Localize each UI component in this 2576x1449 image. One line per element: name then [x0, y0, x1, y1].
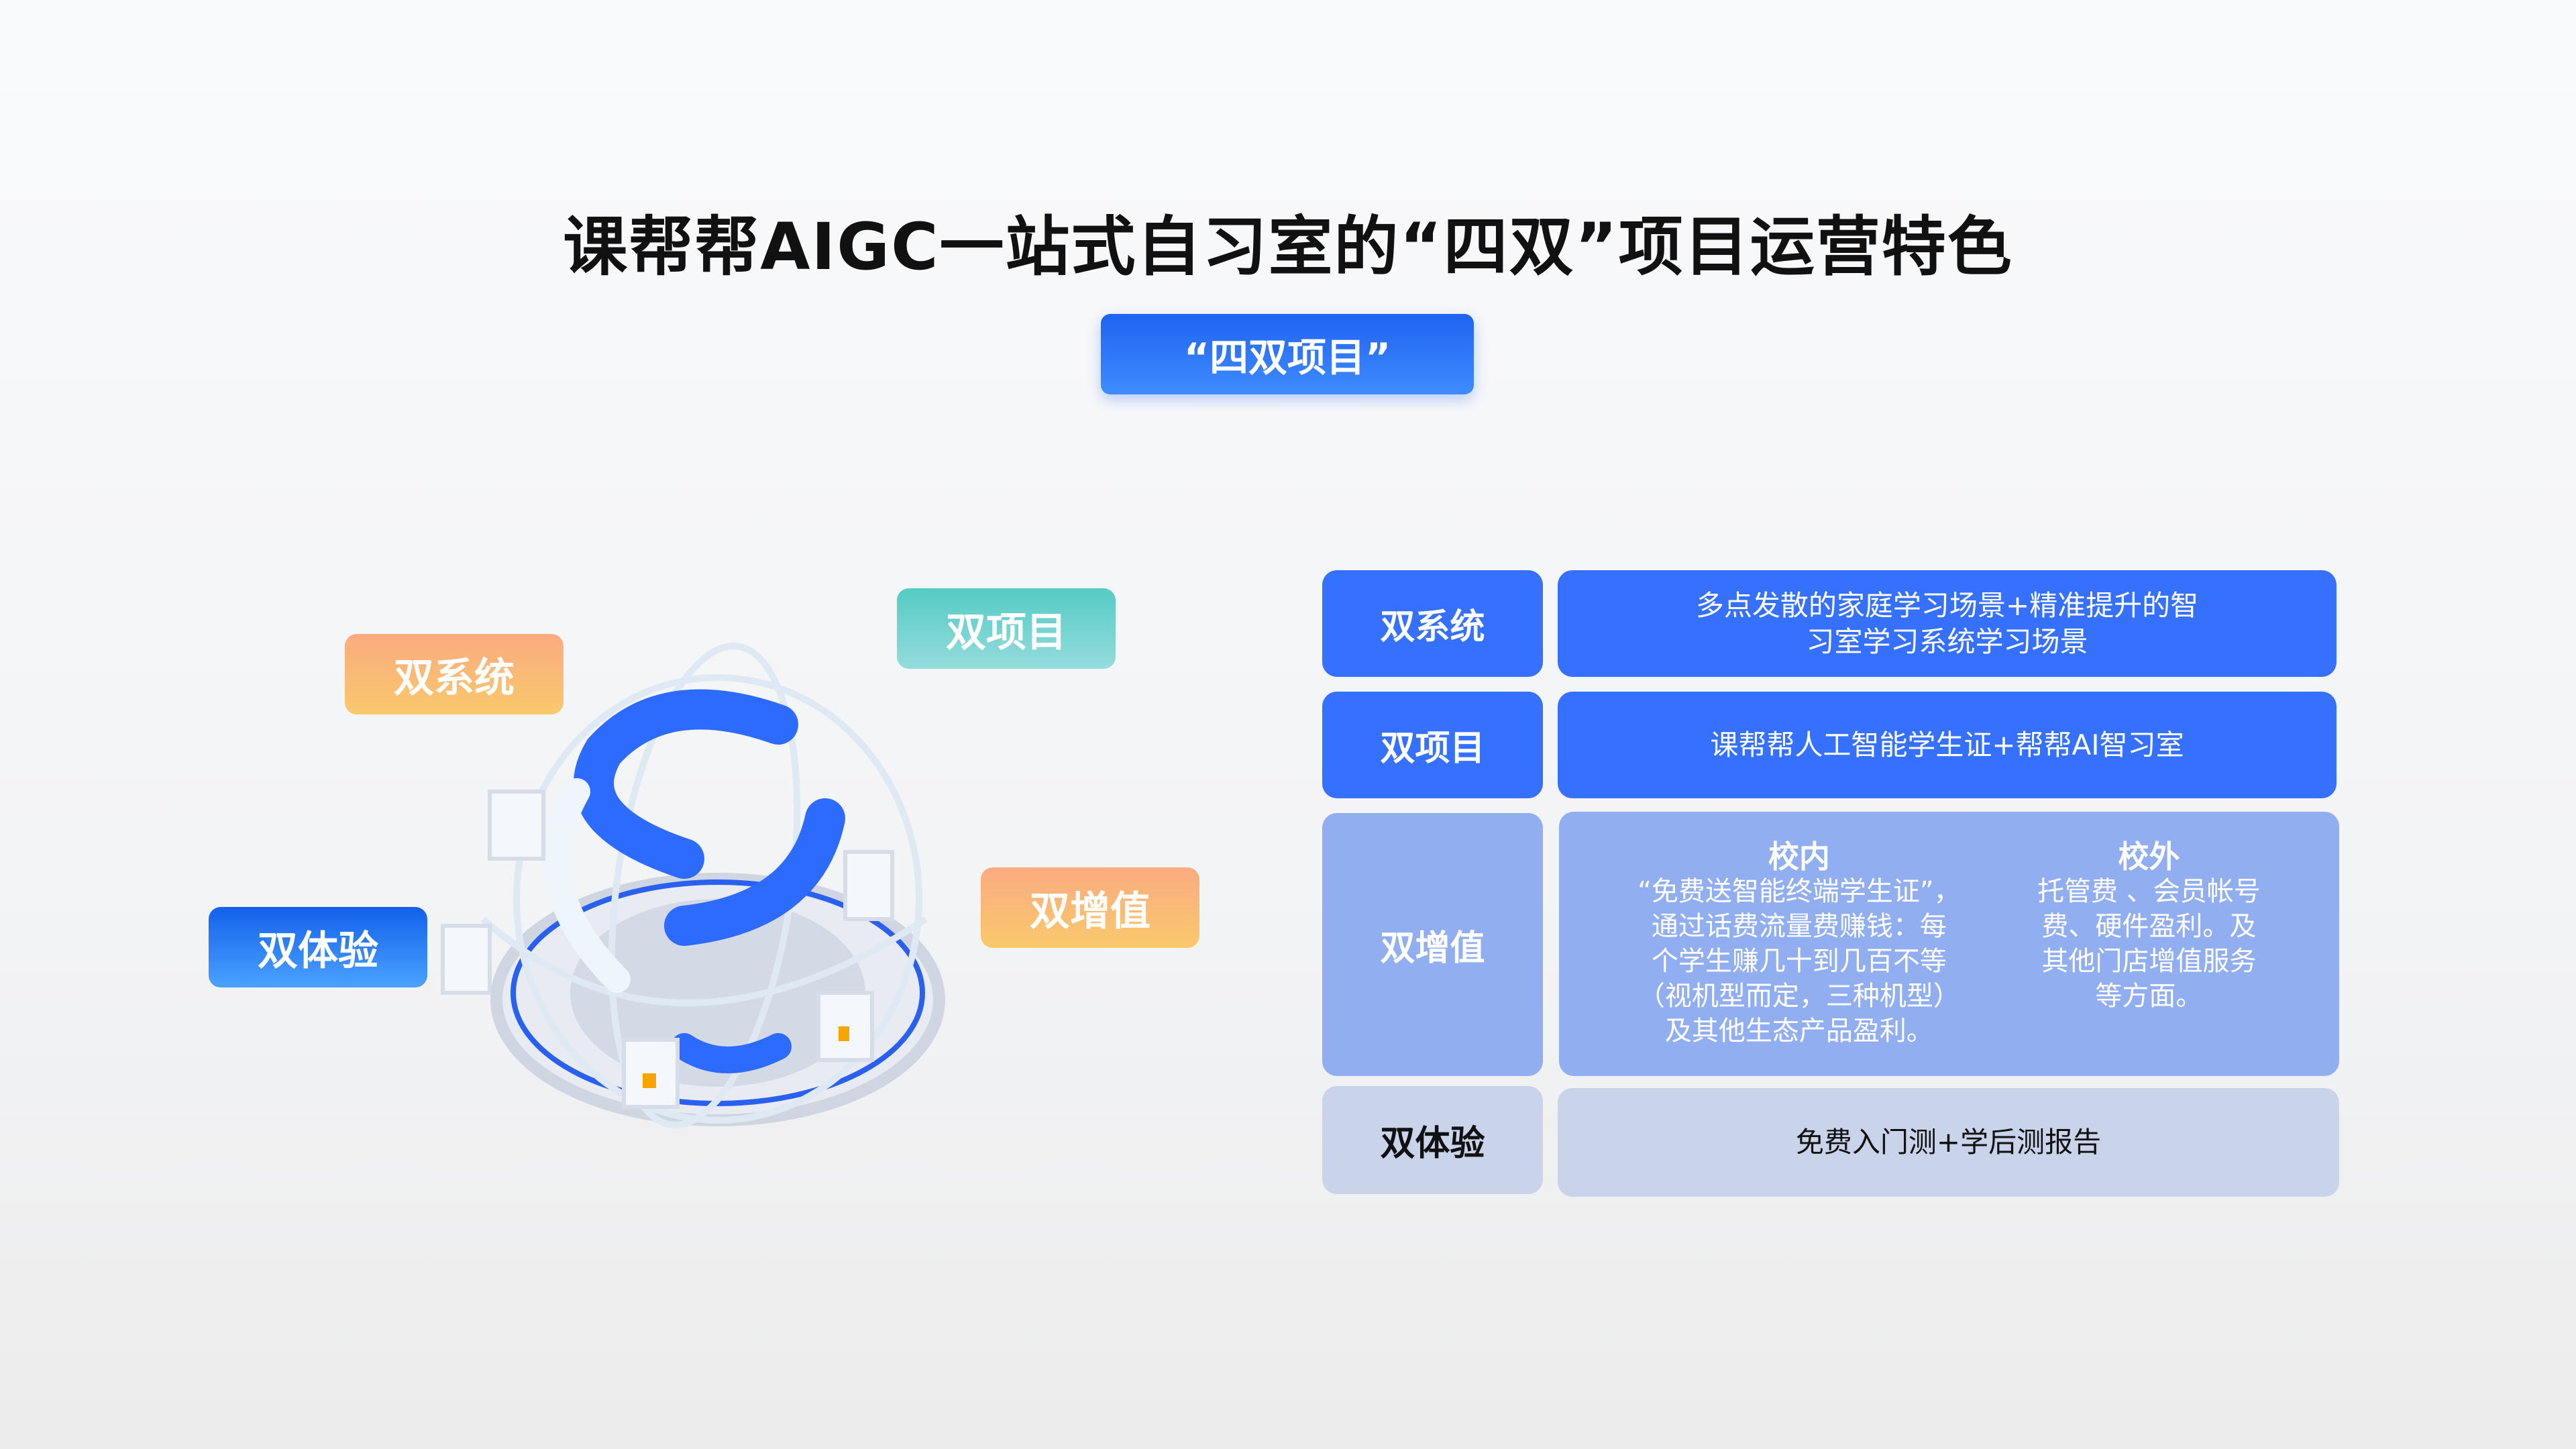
- text-line: 及其他生态产品盈利。: [1664, 1016, 1933, 1046]
- four-double-badge: “四双项目”: [1101, 314, 1474, 394]
- content-text: 免费入门测+学后测报告: [1795, 1126, 2102, 1159]
- row-label-project: 双项目: [1322, 692, 1543, 798]
- content-text: 多点发散的家庭学习场景+精准提升的智习室学习系统学习场景: [1695, 588, 2199, 658]
- row-label-system: 双系统: [1322, 570, 1543, 677]
- outside-heading: 校外: [2118, 839, 2180, 875]
- row-content-system: 多点发散的家庭学习场景+精准提升的智习室学习系统学习场景: [1558, 570, 2337, 677]
- page-title: 课帮帮AIGC一站式自习室的“四双”项目运营特色: [563, 209, 2013, 284]
- content-text: 课帮帮人工智能学生证+帮帮AI智习室: [1710, 728, 2184, 761]
- label-text: 双体验: [1380, 1124, 1485, 1164]
- row-content-project: 课帮帮人工智能学生证+帮帮AI智习室: [1558, 692, 2337, 798]
- tag-double-project: 双项目: [897, 588, 1116, 669]
- row-label-value: 双增值: [1322, 813, 1543, 1076]
- text-line: “免费送智能终端学生证”，: [1638, 876, 1961, 907]
- row-content-value: 校内 “免费送智能终端学生证”， 通过话费流量费赚钱：每 个学生赚几十到几百不等…: [1559, 812, 2339, 1076]
- label-text: 双增值: [1380, 928, 1485, 969]
- row-label-experience: 双体验: [1322, 1086, 1543, 1194]
- row-content-experience: 免费入门测+学后测报告: [1558, 1088, 2339, 1197]
- label-text: 双系统: [1380, 607, 1485, 647]
- inside-heading: 校内: [1768, 839, 1830, 875]
- text-line: 等方面。: [2095, 981, 2203, 1012]
- text-line: 其他门店增值服务: [2041, 946, 2257, 977]
- outside-school-column: 校外 托管费 、会员帐号 费、硬件盈利。及 其他门店增值服务 等方面。: [2037, 839, 2261, 1049]
- tag-double-experience: 双体验: [209, 907, 427, 987]
- text-line: 费、硬件盈利。及: [2041, 911, 2257, 942]
- text-line: 个学生赚几十到几百不等: [1651, 946, 1947, 977]
- text-line: 托管费 、会员帐号: [2037, 876, 2261, 907]
- text-line: （视机型而定，三种机型）: [1638, 981, 1960, 1012]
- sphere-illustration: [441, 643, 945, 1128]
- inside-school-column: 校内 “免费送智能终端学生证”， 通过话费流量费赚钱：每 个学生赚几十到几百不等…: [1638, 839, 1960, 1049]
- label-text: 双项目: [1380, 729, 1485, 769]
- tag-double-value: 双增值: [981, 867, 1199, 948]
- tag-double-system: 双系统: [345, 634, 564, 714]
- text-line: 通过话费流量费赚钱：每: [1651, 911, 1947, 942]
